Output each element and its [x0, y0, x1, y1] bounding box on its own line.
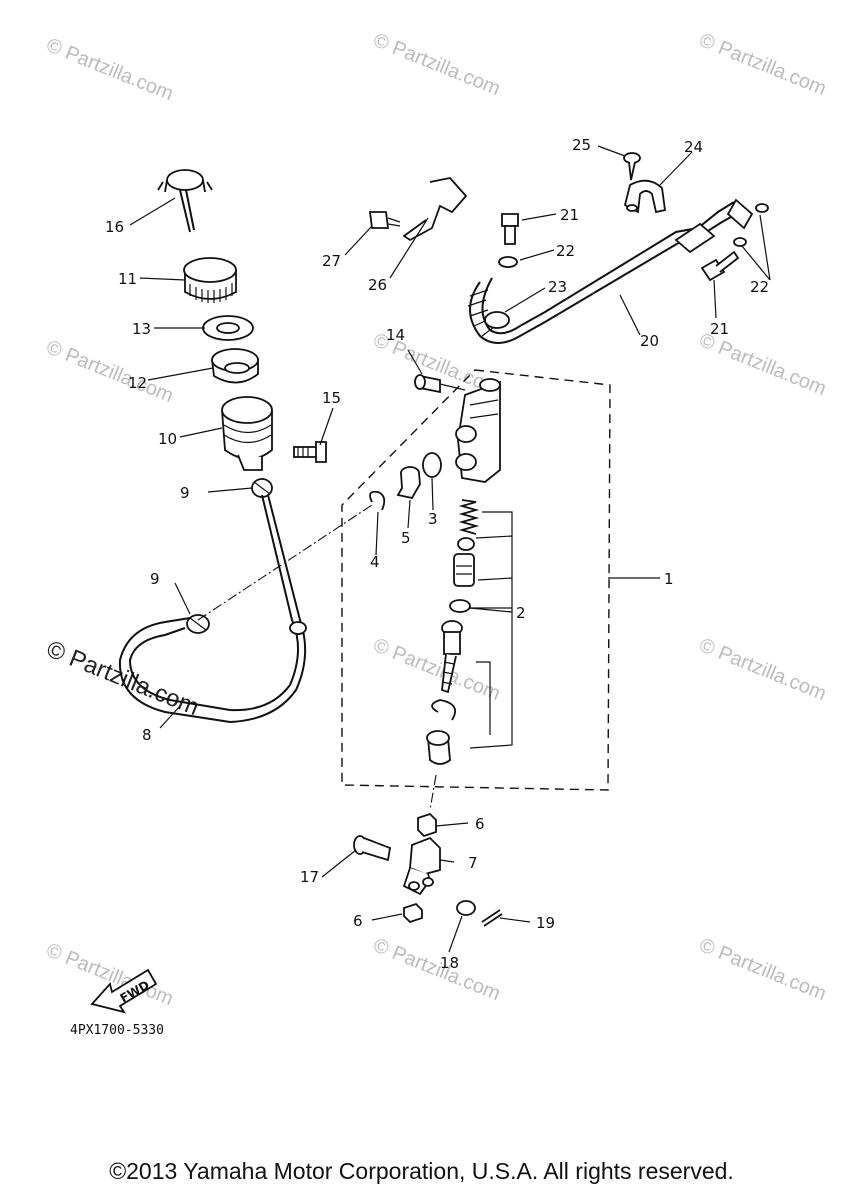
hose-clamp — [623, 179, 667, 214]
dust-boot — [426, 730, 451, 765]
callout-26: 26 — [368, 276, 387, 294]
copper-washer-right — [733, 237, 747, 247]
callout-4: 4 — [370, 553, 380, 571]
callout-8: 8 — [142, 726, 152, 744]
copper-washer-right — [755, 203, 769, 213]
clamp-screw — [623, 152, 641, 181]
reservoir-cap-holder — [157, 169, 213, 233]
watermark: © Partzilla.com — [43, 336, 176, 407]
hose-clip-lower — [186, 614, 210, 634]
reservoir-tank — [221, 396, 273, 471]
callouts: 1 2 3 4 5 6 6 7 8 9 9 10 11 12 13 14 15 … — [105, 136, 769, 972]
hose-banjo — [484, 311, 510, 329]
callout-22: 22 — [556, 242, 575, 260]
callout-15: 15 — [322, 389, 341, 407]
callout-21: 21 — [560, 206, 579, 224]
copper-washer — [498, 256, 518, 268]
diaphragm-plate — [202, 315, 254, 341]
watermark: © Partzilla.com — [696, 329, 829, 400]
o-ring — [422, 452, 442, 478]
cotter-pin — [481, 909, 503, 927]
nut-upper — [417, 812, 437, 838]
callout-24: 24 — [684, 138, 703, 156]
clevis-pin — [353, 835, 392, 862]
hose-end — [289, 621, 307, 635]
copyright-notice: ©2013 Yamaha Motor Corporation, U.S.A. A… — [109, 1158, 734, 1184]
piston — [453, 553, 475, 587]
master-cylinder-body — [455, 378, 501, 483]
watermark: © Partzilla.com — [696, 29, 829, 100]
leader-lines — [129, 145, 771, 953]
hose-bracket — [402, 177, 468, 242]
master-cylinder-assembly-outline — [341, 369, 611, 791]
callout-10: 10 — [158, 430, 177, 448]
banjo-bolt-14 — [414, 374, 466, 394]
callout-12: 12 — [128, 374, 147, 392]
callout-14: 14 — [386, 326, 405, 344]
reservoir-cap — [183, 257, 237, 303]
callout-6: 6 — [475, 815, 485, 833]
callout-17: 17 — [300, 868, 319, 886]
callout-23: 23 — [548, 278, 567, 296]
watermark: © Partzilla.com — [696, 634, 829, 705]
callout-16: 16 — [105, 218, 124, 236]
callout-1: 1 — [664, 570, 674, 588]
callout-9: 9 — [150, 570, 160, 588]
callout-20: 20 — [640, 332, 659, 350]
brake-hose — [467, 198, 754, 344]
union-bolt-upper — [501, 213, 519, 245]
callout-25: 25 — [572, 136, 591, 154]
bracket-bolt — [368, 211, 401, 229]
watermark: © Partzilla.com — [696, 934, 829, 1005]
fwd-arrow-icon: FWD — [90, 968, 158, 1014]
watermark: © Partzilla.com — [43, 34, 176, 105]
callout-19: 19 — [536, 914, 555, 932]
circlip-upper — [369, 490, 386, 511]
callout-13: 13 — [132, 320, 151, 338]
push-rod — [441, 620, 463, 694]
washer — [456, 900, 476, 916]
circlip-lower — [431, 699, 456, 721]
assembly-centerline — [197, 504, 373, 621]
callout-2: 2 — [516, 604, 526, 622]
callout-7: 7 — [468, 854, 478, 872]
kit-bracket — [469, 511, 513, 749]
diagram-code: 4PX1700-5330 — [70, 1023, 164, 1038]
callout-9: 9 — [180, 484, 190, 502]
callout-5: 5 — [401, 529, 411, 547]
watermark: © Partzilla.com — [370, 634, 503, 705]
hose-clip-upper — [251, 478, 273, 498]
reservoir-bolt — [293, 441, 327, 463]
return-spring — [458, 499, 480, 535]
clevis — [402, 836, 441, 896]
union-bolt-lower — [700, 250, 740, 282]
hose-joint-fitting — [396, 466, 421, 500]
callout-18: 18 — [440, 954, 459, 972]
callout-6: 6 — [353, 912, 363, 930]
callout-11: 11 — [118, 270, 137, 288]
watermark: © Partzilla.com — [370, 29, 503, 100]
reservoir-hose — [128, 494, 300, 712]
reservoir-hose-inner — [118, 494, 307, 724]
assembly-centerline — [429, 774, 437, 811]
callout-27: 27 — [322, 252, 341, 270]
primary-cup — [457, 537, 475, 551]
callout-21: 21 — [710, 320, 729, 338]
watermark: © Partzilla.com — [370, 934, 503, 1005]
callout-3: 3 — [428, 510, 438, 528]
diaphragm — [211, 348, 259, 384]
callout-22: 22 — [750, 278, 769, 296]
secondary-cup — [449, 599, 471, 613]
nut-lower — [403, 902, 423, 924]
